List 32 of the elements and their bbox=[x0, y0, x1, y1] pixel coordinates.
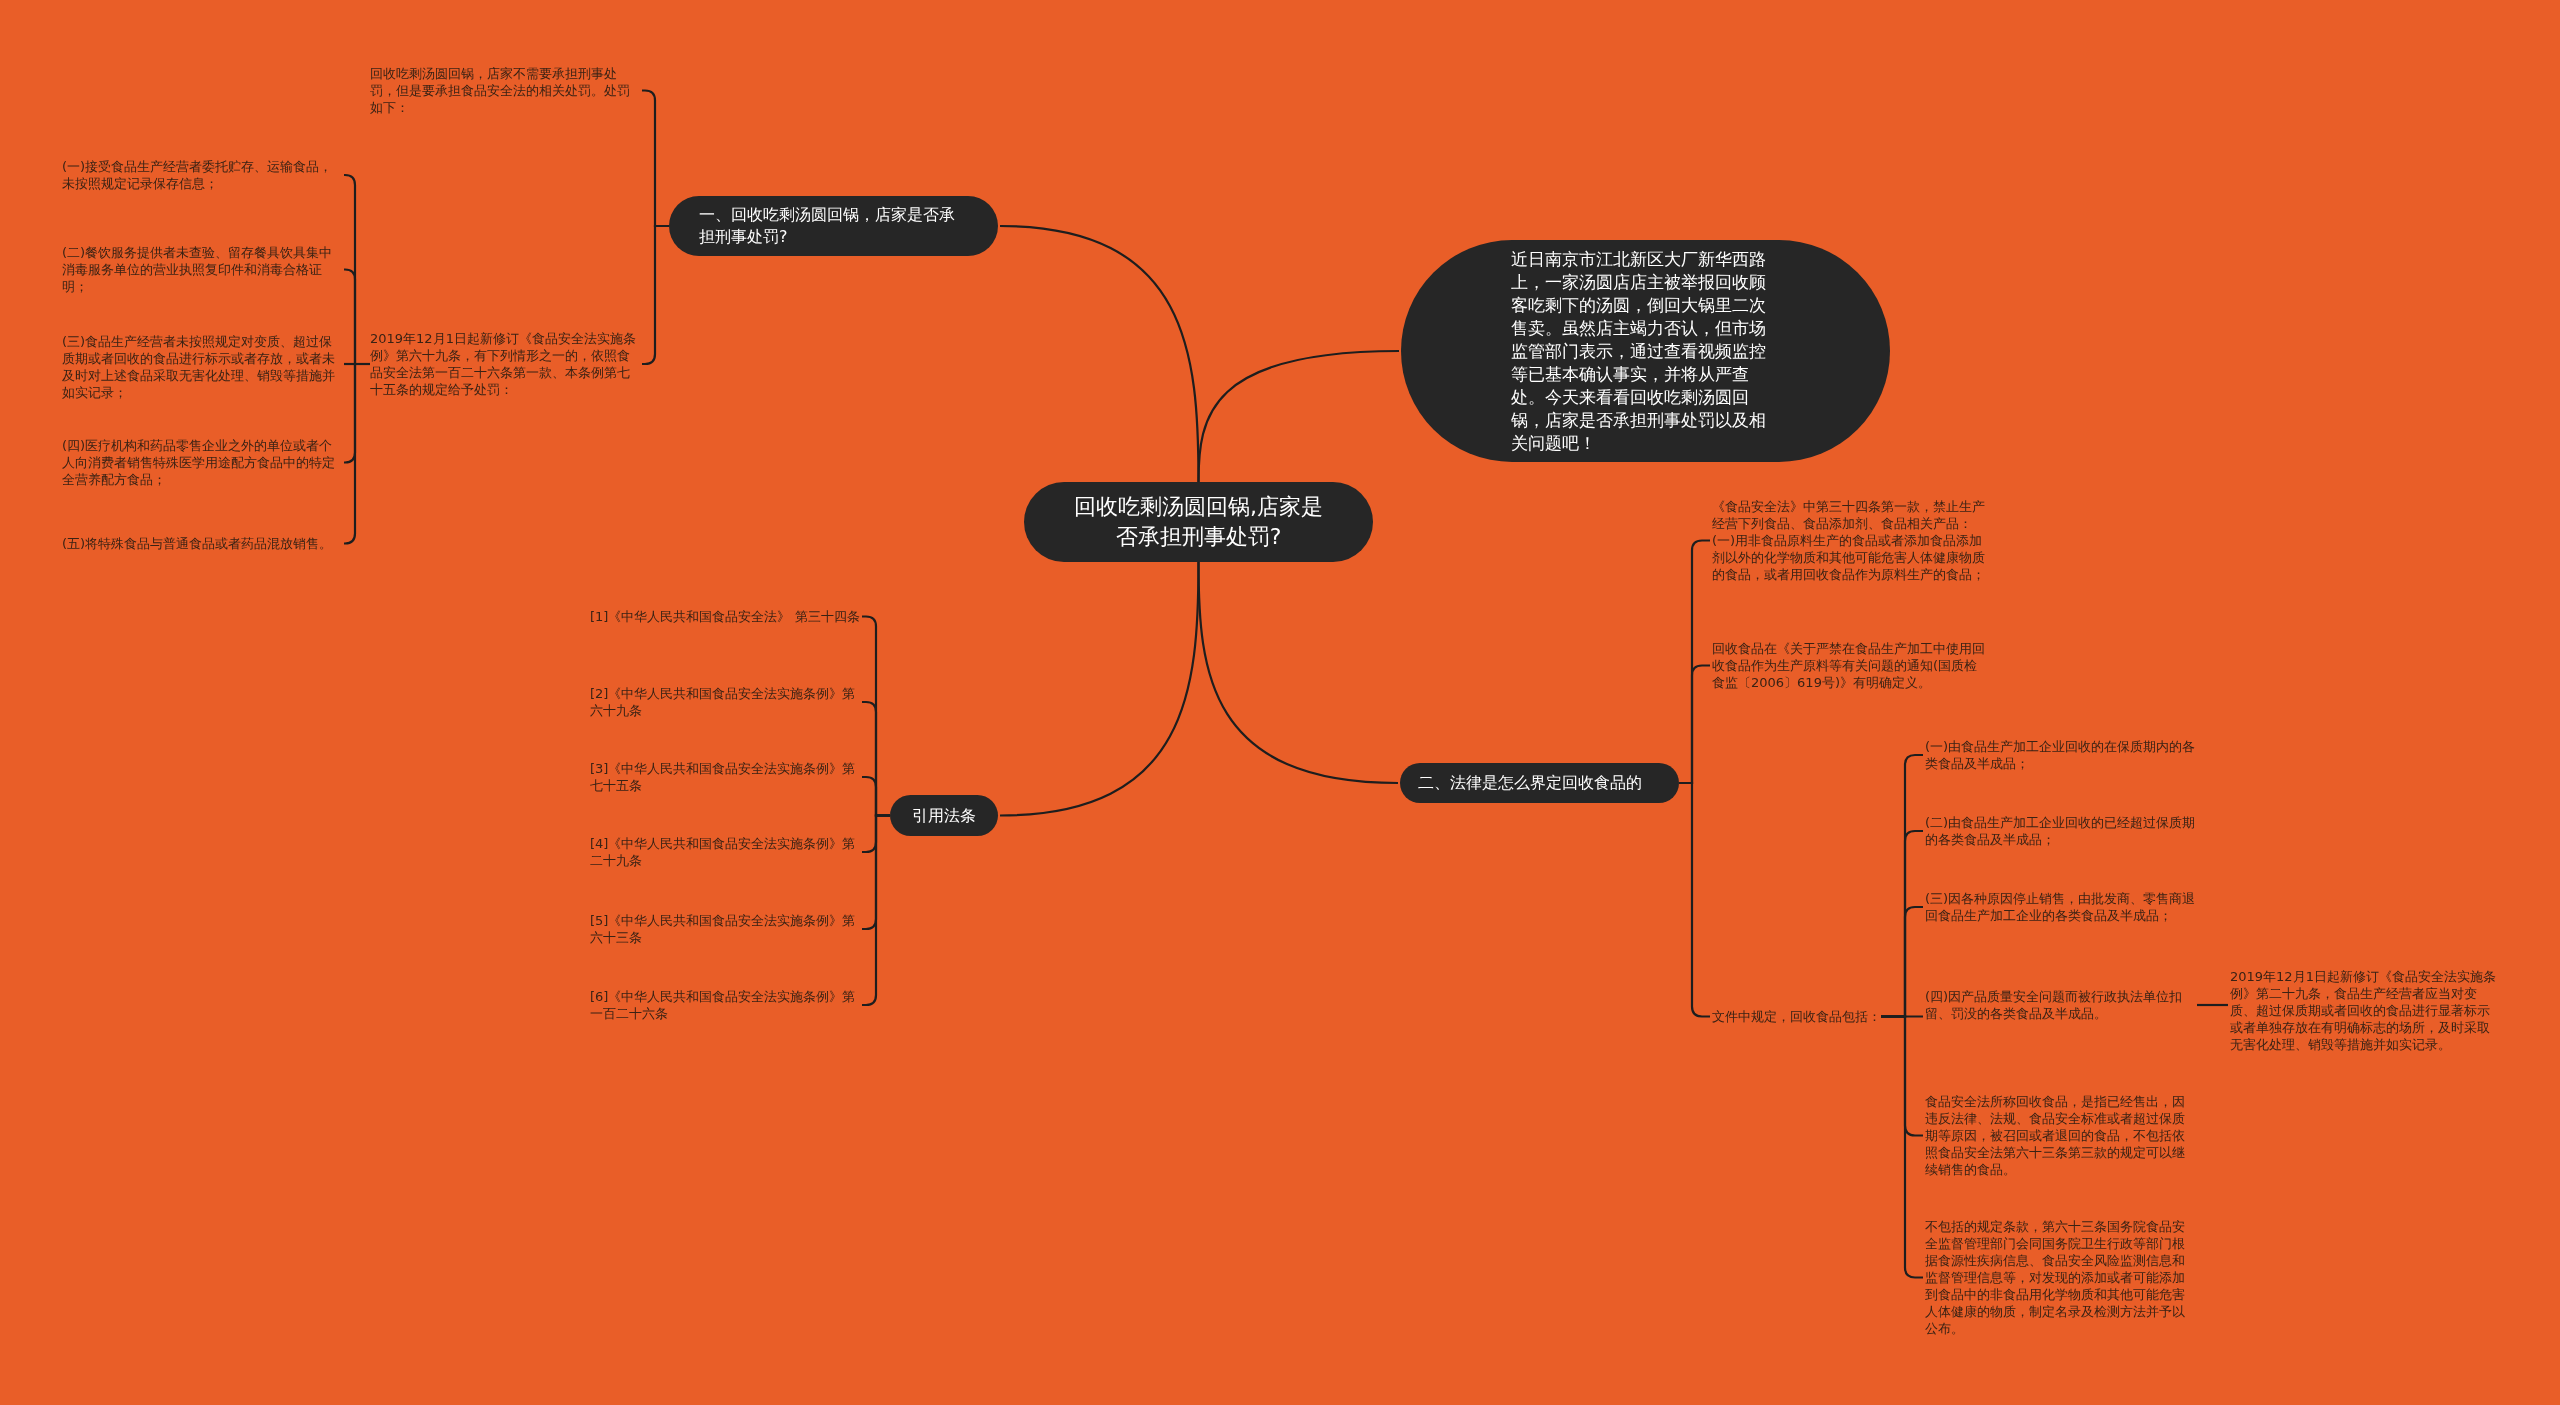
branch-text: 《食品安全法》中第三十四条第一款，禁止生产经营下列食品、食品添加剂、食品相关产品：(一)用非食品原料生产的食品或者添加食品添加剂以外的化学物质和其他可能危害人体健康物质的食品，或者用回收食品作为原料生产的食品； bbox=[1712, 498, 1987, 583]
branch-text: (五)将特殊食品与普通食品或者药品混放销售。 bbox=[62, 535, 342, 552]
connector-line bbox=[1197, 349, 1400, 483]
topic-bubble: 近日南京市江北新区大厂新华西路上，一家汤圆店店主被举报回收顾客吃剩下的汤圆，倒回大锅里二次售卖。虽然店主竭力否认，但市场监管部门表示，通过查看视频监控等已基本确认事实，并将从严查处。今天来看看回收吃剩汤圆回锅，店家是否承担刑事处罚以及相关问题吧！ bbox=[1401, 240, 1890, 462]
branch-text: [4]《中华人民共和国食品安全法实施条例》第二十九条 bbox=[590, 835, 860, 869]
connector-line bbox=[343, 362, 370, 545]
branch-text: 回收吃剩汤圆回锅，店家不需要承担刑事处罚，但是要承担食品安全法的相关处罚。处罚如下： bbox=[370, 65, 640, 116]
branch-text: [2]《中华人民共和国食品安全法实施条例》第六十九条 bbox=[590, 685, 860, 719]
branch-text: (二)由食品生产加工企业回收的已经超过保质期的各类食品及半成品； bbox=[1925, 814, 2197, 848]
topic-bubble: 引用法条 bbox=[890, 795, 998, 836]
branch-text: 文件中规定，回收食品包括： bbox=[1712, 1008, 1881, 1025]
branch-text: 不包括的规定条款，第六十三条国务院食品安全监督管理部门会同国务院卫生行政等部门根据食源性疾病信息、食品安全风险监测信息和监督管理信息等，对发现的添加或者可能添加到食品中的非食品用化学物质和其他可能危害人体健康的物质，制定名录及检测方法并予以公布。 bbox=[1925, 1218, 2197, 1337]
branch-text: 食品安全法所称回收食品，是指已经售出，因违反法律、法规、食品安全标准或者超过保质期等原因，被召回或者退回的食品，不包括依照食品安全法第六十三条第三款的规定可以继续销售的食品。 bbox=[1925, 1093, 2197, 1178]
branch-text: (一)由食品生产加工企业回收的在保质期内的各类食品及半成品； bbox=[1925, 738, 2197, 772]
branch-text: (三)食品生产经营者未按照规定对变质、超过保质期或者回收的食品进行标示或者存放，或者未及时对上述食品采取无害化处理、销毁等措施并如实记录； bbox=[62, 333, 342, 401]
topic-bubble: 一、回收吃剩汤圆回锅，店家是否承担刑事处罚? bbox=[669, 196, 998, 256]
branch-text: (三)因各种原因停止销售，由批发商、零售商退回食品生产加工企业的各类食品及半成品； bbox=[1925, 890, 2197, 924]
connector-line bbox=[1197, 562, 1399, 785]
branch-text: 2019年12月1日起新修订《食品安全法实施条例》第二十九条，食品生产经营者应当对变质、超过保质期或者回收的食品进行显著标示或者单独存放在有明确标志的场所，及时采取无害化处理、销毁等措施并如实记录。 bbox=[2230, 968, 2502, 1053]
branch-text: (四)医疗机构和药品零售企业之外的单位或者个人向消费者销售特殊医学用途配方食品中的特定全营养配方食品； bbox=[62, 437, 342, 488]
branch-text: [1]《中华人民共和国食品安全法》 第三十四条 bbox=[590, 608, 860, 625]
central-topic: 回收吃剩汤圆回锅,店家是否承担刑事处罚? bbox=[1024, 482, 1373, 562]
branch-text: [6]《中华人民共和国食品安全法实施条例》第一百二十六条 bbox=[590, 988, 860, 1022]
branch-text: (一)接受食品生产经营者委托贮存、运输食品，未按照规定记录保存信息； bbox=[62, 158, 342, 192]
branch-text: [5]《中华人民共和国食品安全法实施条例》第六十三条 bbox=[590, 912, 860, 946]
branch-text: 回收食品在《关于严禁在食品生产加工中使用回收食品作为生产原料等有关问题的通知(国质检食监〔2006〕619号)》有明确定义。 bbox=[1712, 640, 1987, 691]
topic-bubble: 二、法律是怎么界定回收食品的 bbox=[1400, 763, 1679, 803]
branch-text: (四)因产品质量安全问题而被行政执法单位扣留、罚没的各类食品及半成品。 bbox=[1925, 988, 2197, 1022]
connector-line bbox=[2197, 1003, 2228, 1007]
branch-text: 2019年12月1日起新修订《食品安全法实施条例》第六十九条，有下列情形之一的，依照食品安全法第一百二十六条第一款、本条例第七十五条的规定给予处罚： bbox=[370, 330, 640, 398]
branch-text: (二)餐饮服务提供者未查验、留存餐具饮具集中消毒服务单位的营业执照复印件和消毒合格证明； bbox=[62, 244, 342, 295]
branch-text: [3]《中华人民共和国食品安全法实施条例》第七十五条 bbox=[590, 760, 860, 794]
